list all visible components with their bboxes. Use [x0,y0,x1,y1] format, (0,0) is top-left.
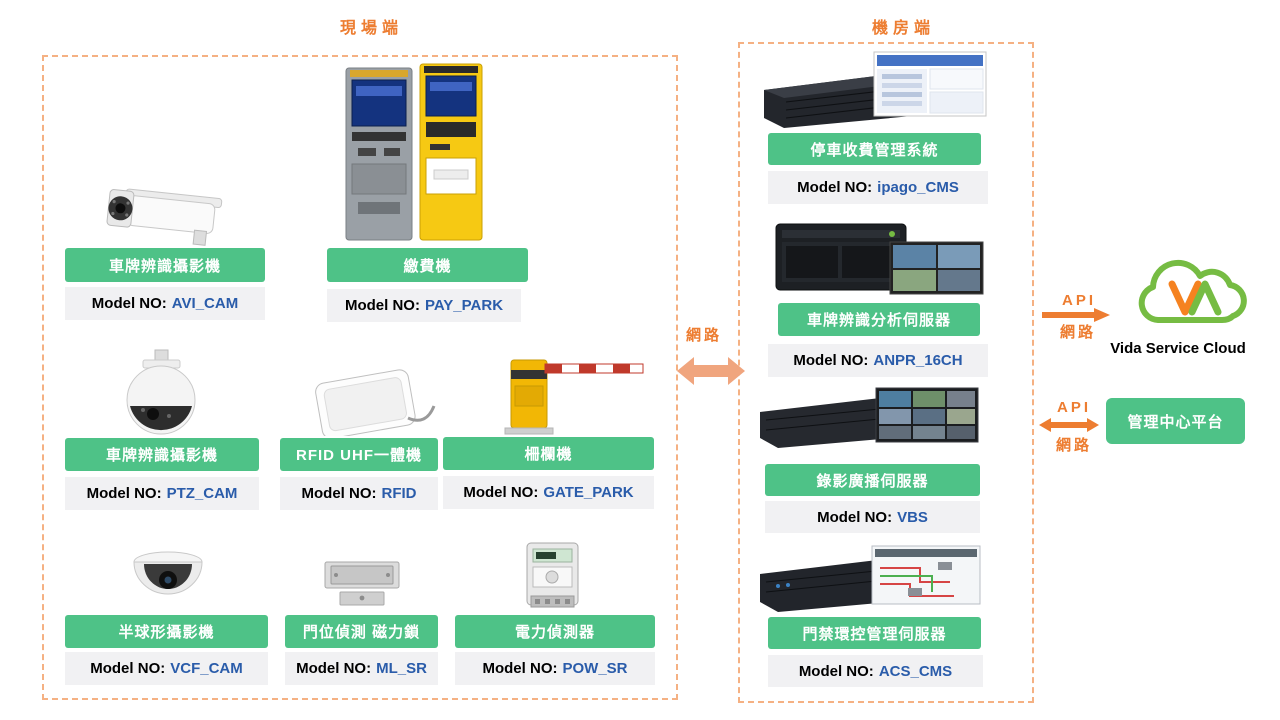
model-value: ML_SR [376,660,427,677]
server-label-acs-cms: 門禁環控管理伺服器 [768,617,981,649]
server-model-acs-cms: Model NO: ACS_CMS [768,655,983,687]
field-section-title: 現場端 [340,20,404,37]
video-broadcast-server-icon [758,386,982,448]
device-label-pay-park: 繳費機 [327,248,528,282]
model-value: ANPR_16CH [873,352,963,369]
model-label: Model NO: [91,295,167,312]
device-model-gate-park: Model NO: GATE_PARK [443,476,654,509]
server-room-section-title: 機房端 [872,20,936,37]
network-link-label: 網路 [686,327,723,344]
device-label-pow-sr: 電力偵測器 [455,615,655,648]
device-label-gate-park: 柵欄機 [443,437,654,470]
model-label: Model NO: [793,352,869,369]
model-label: Model NO: [798,662,874,680]
model-value: GATE_PARK [543,484,634,501]
management-center-platform: 管理中心平台 [1106,398,1245,444]
platform-network-label: 網路 [1056,437,1093,454]
payment-kiosk-icon [338,62,490,245]
device-model-avi-cam: Model NO: AVI_CAM [65,287,265,320]
device-label-rfid: RFID UHF一體機 [280,438,438,471]
cloud-api-label: API [1062,292,1097,309]
server-model-vbs: Model NO: VBS [765,501,980,533]
vida-cloud-name: Vida Service Cloud [1110,340,1246,357]
vida-cloud-logo-icon [1128,246,1252,338]
model-label: Model NO: [344,297,420,314]
server-label-anpr: 車牌辨識分析伺服器 [778,303,980,336]
dome-camera-icon [126,548,210,613]
device-label-ml-sr: 門位偵測 磁力鎖 [285,615,438,648]
cloud-network-label: 網路 [1060,324,1097,341]
cloud-arrow-icon [1040,307,1112,323]
model-label: Model NO: [90,660,166,677]
model-value: RFID [381,485,417,502]
device-model-vcf-cam: Model NO: VCF_CAM [65,652,268,685]
device-model-ml-sr: Model NO: ML_SR [285,652,438,685]
device-label-avi-cam: 車牌辨識攝影機 [65,248,265,282]
model-label: Model NO: [797,179,873,196]
server-label-ipago-cms: 停車收費管理系統 [768,133,981,165]
bullet-camera-icon [98,183,232,247]
power-meter-icon [516,540,589,613]
parking-cms-server-icon [762,50,990,130]
model-value: VBS [897,508,928,526]
model-value: AVI_CAM [171,295,239,312]
platform-api-label: API [1057,399,1092,416]
model-label: Model NO: [301,485,377,502]
device-label-vcf-cam: 半球形攝影機 [65,615,268,648]
model-value: PTZ_CAM [166,485,238,502]
field-section-box [42,55,678,700]
magnetic-lock-icon [320,550,404,613]
model-value: ipago_CMS [877,179,959,196]
access-control-server-icon [758,544,986,612]
model-value: VCF_CAM [170,660,243,677]
device-model-ptz-cam: Model NO: PTZ_CAM [65,477,259,510]
platform-double-arrow-icon [1037,417,1101,433]
device-model-rfid: Model NO: RFID [280,477,438,510]
server-label-vbs: 錄影廣播伺服器 [765,464,980,496]
barrier-gate-icon [495,350,645,436]
model-label: Model NO: [86,485,162,502]
network-double-arrow-icon [676,352,746,390]
model-label: Model NO: [482,660,558,677]
model-value: ACS_CMS [878,662,953,680]
model-label: Model NO: [817,508,893,526]
ptz-camera-icon [113,348,210,436]
rfid-reader-icon [296,368,438,436]
model-value: PAY_PARK [424,297,504,314]
model-label: Model NO: [463,484,539,501]
model-label: Model NO: [296,660,372,677]
server-model-anpr: Model NO: ANPR_16CH [768,344,988,377]
device-label-ptz-cam: 車牌辨識攝影機 [65,438,259,471]
server-model-ipago-cms: Model NO: ipago_CMS [768,171,988,204]
model-value: POW_SR [562,660,628,677]
device-model-pow-sr: Model NO: POW_SR [455,652,655,685]
anpr-server-icon [772,216,987,298]
device-model-pay-park: Model NO: PAY_PARK [327,289,521,322]
